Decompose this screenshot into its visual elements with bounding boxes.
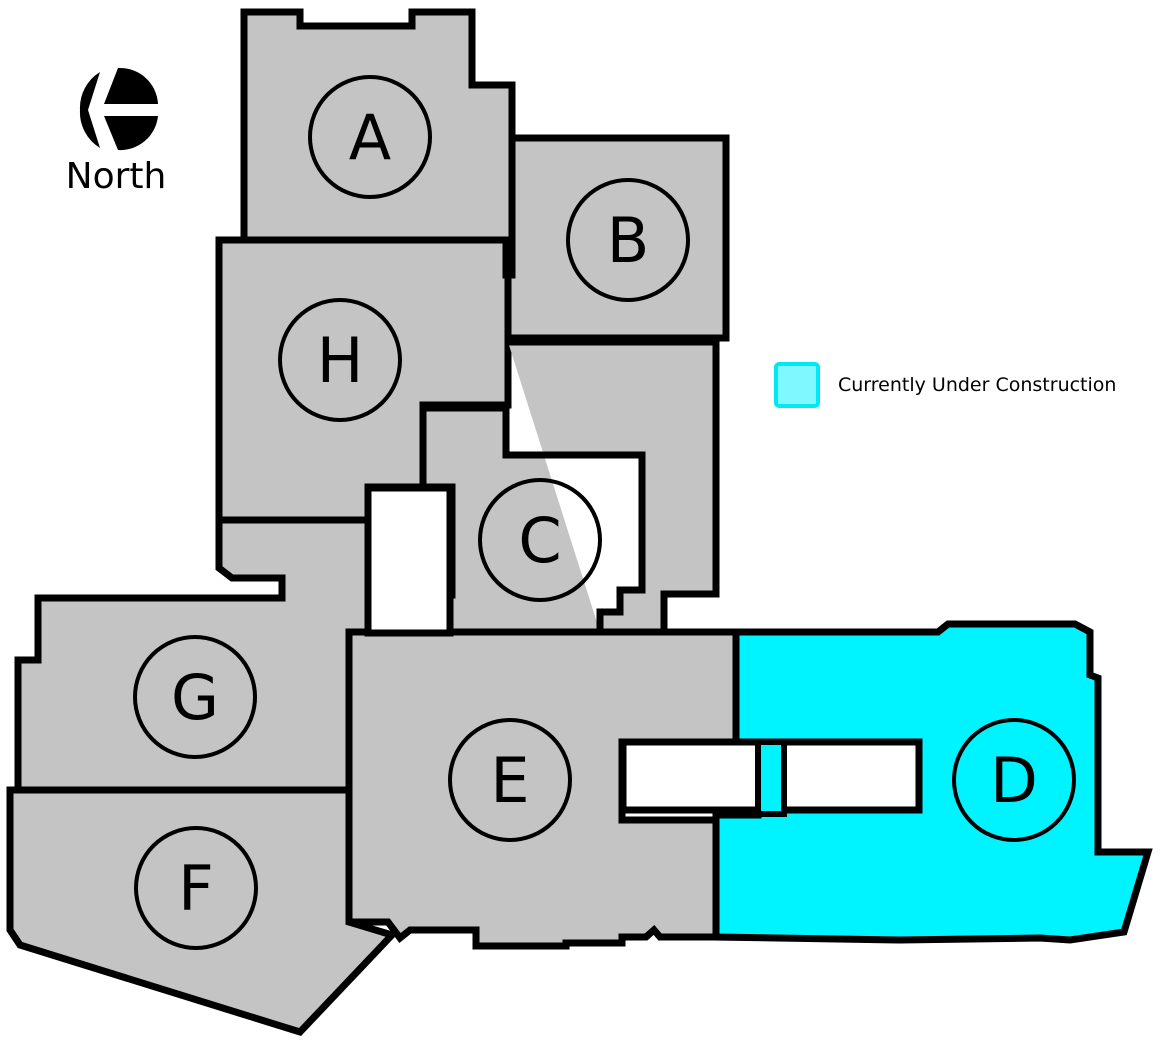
building-e-label: E — [490, 744, 529, 817]
building-h-label: H — [317, 324, 364, 397]
building-h-marker: H — [278, 298, 402, 422]
courtyard-e-d-divider — [755, 739, 787, 817]
building-g[interactable] — [14, 516, 372, 794]
building-c-marker: C — [478, 478, 602, 602]
building-b-marker: B — [566, 178, 690, 302]
building-e-marker: E — [448, 718, 572, 842]
building-c-label: C — [518, 504, 561, 577]
north-label: North — [66, 156, 167, 197]
courtyard-c — [364, 484, 454, 637]
legend-swatch — [774, 362, 820, 408]
building-b-label: B — [607, 204, 650, 277]
building-f[interactable] — [6, 786, 399, 1036]
building-f-label: F — [178, 852, 214, 925]
north-compass-icon — [79, 67, 158, 151]
building-g-label: G — [171, 661, 219, 734]
building-g-marker: G — [133, 635, 257, 759]
building-a-marker: A — [308, 75, 432, 199]
building-d-label: D — [990, 744, 1038, 817]
legend-label: Currently Under Construction — [838, 374, 1116, 396]
building-d-marker: D — [952, 718, 1076, 842]
building-f-marker: F — [134, 826, 258, 950]
building-a-label: A — [349, 101, 391, 174]
